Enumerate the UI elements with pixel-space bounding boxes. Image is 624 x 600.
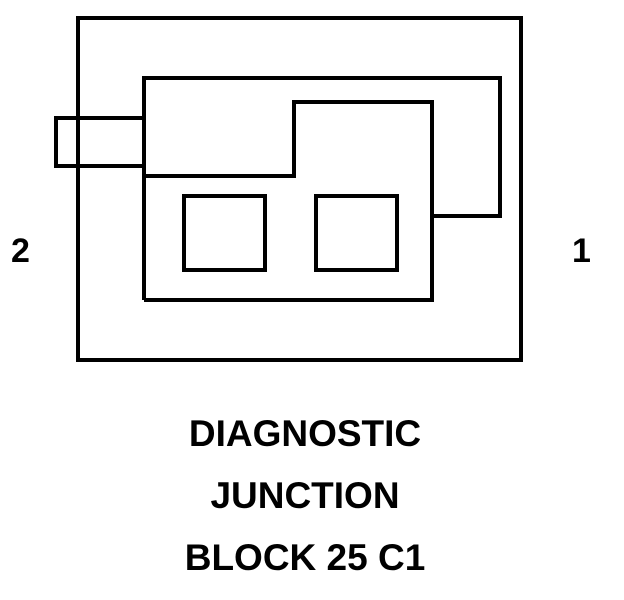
caption-line-3: BLOCK 25 C1 bbox=[185, 537, 426, 578]
locking-tab bbox=[54, 116, 146, 168]
pin-label-left: 2 bbox=[11, 232, 30, 270]
terminal-cavity-2 bbox=[182, 194, 267, 272]
connector-body bbox=[142, 76, 502, 302]
connector-housing bbox=[76, 16, 523, 362]
terminal-cavity-1 bbox=[314, 194, 399, 272]
connector-key bbox=[144, 100, 434, 216]
caption-line-2: JUNCTION bbox=[210, 475, 399, 516]
pin-label-right: 1 bbox=[572, 232, 591, 270]
caption-line-1: DIAGNOSTIC bbox=[189, 413, 421, 454]
